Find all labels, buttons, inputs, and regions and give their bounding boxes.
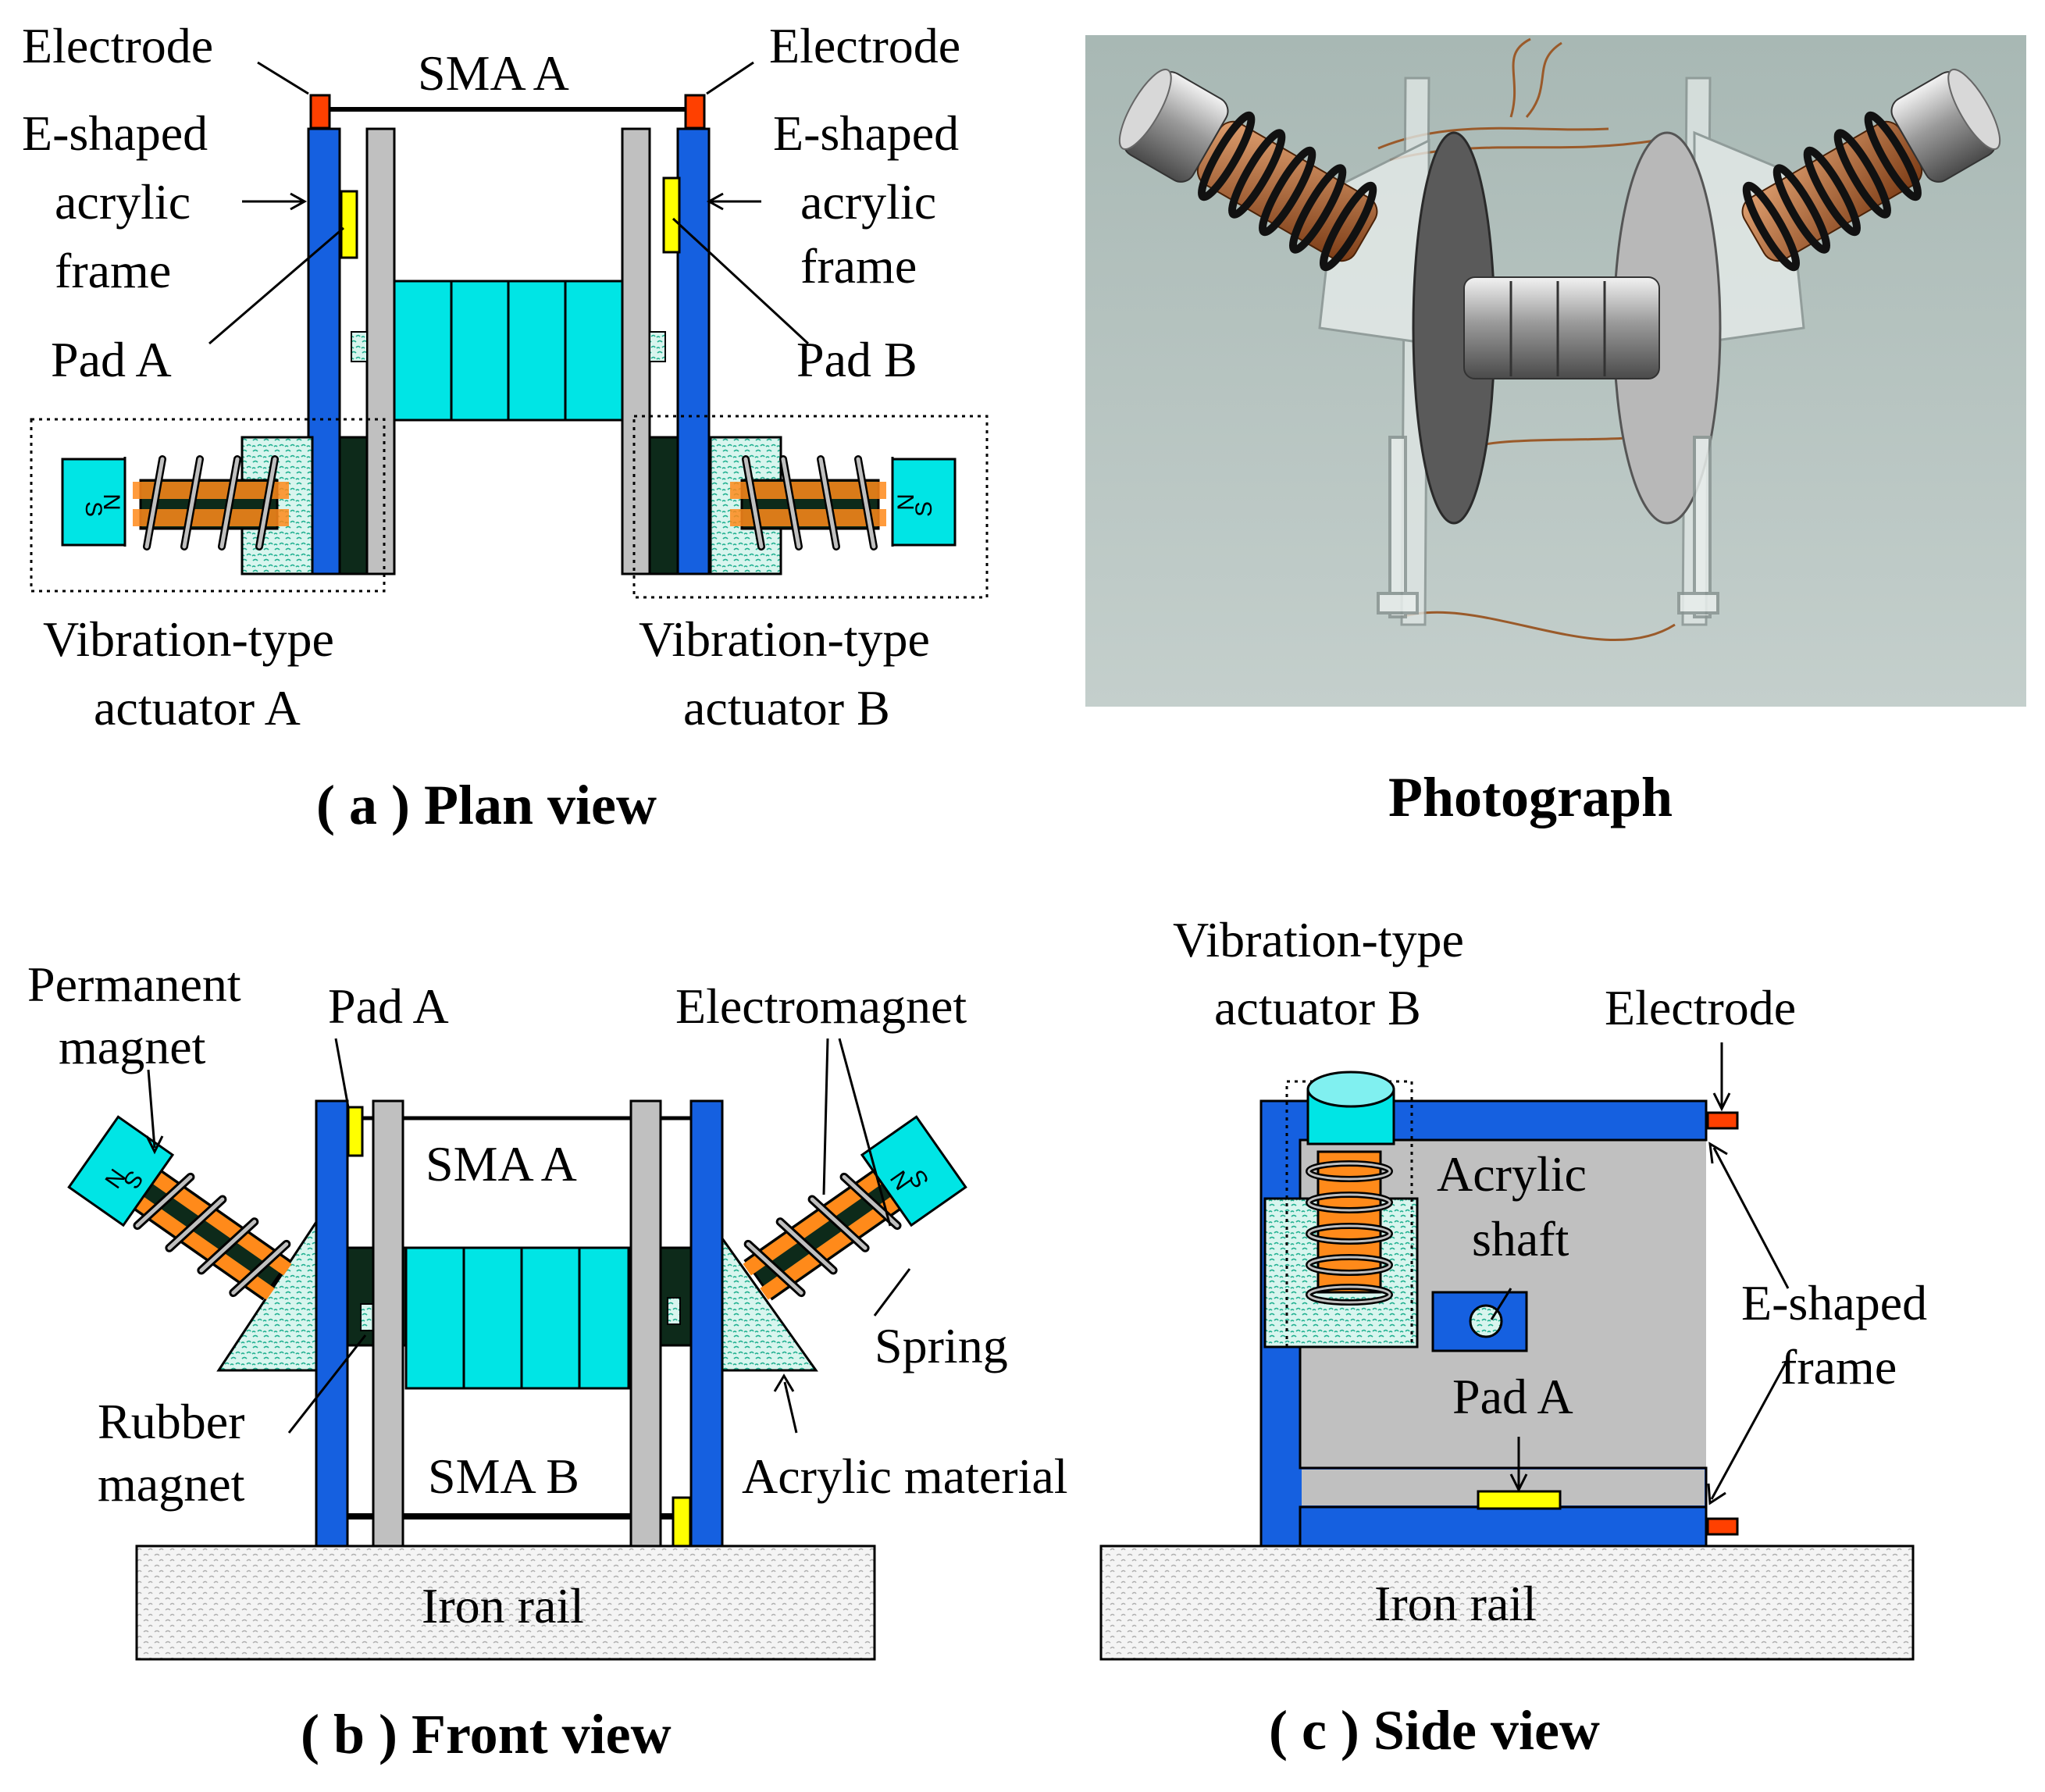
plan-pad-b-label: Pad B xyxy=(796,332,917,387)
side-electrode-top xyxy=(1706,1111,1739,1130)
plan-frame-label-right-3: frame xyxy=(800,238,917,294)
plan-leader-lines xyxy=(208,61,810,345)
front-actuator-left: S N xyxy=(67,1115,292,1301)
side-actuator-b-label-2: actuator B xyxy=(1214,980,1421,1035)
front-rubber-magnet-label-1: Rubber xyxy=(98,1394,244,1449)
front-pad-a-label: Pad A xyxy=(328,978,449,1034)
side-e-frame-label-1: E-shaped xyxy=(1741,1275,1927,1331)
front-caption: ( b ) Front view xyxy=(301,1703,672,1765)
plan-pad-a-label: Pad A xyxy=(51,332,172,387)
front-actuator-right: N S xyxy=(743,1115,967,1301)
photo-magnet-stack xyxy=(1463,276,1660,379)
side-disc-lower xyxy=(1302,1470,1705,1505)
front-sma-b-label: SMA B xyxy=(428,1448,579,1504)
side-acrylic-shaft-label-2: shaft xyxy=(1472,1211,1569,1267)
side-acrylic-shaft-label-1: Acrylic xyxy=(1437,1146,1587,1202)
front-electromagnet-label: Electromagnet xyxy=(675,978,967,1034)
side-pad-a xyxy=(1477,1490,1562,1510)
plan-frame-right xyxy=(676,127,711,575)
plan-pole-n-b: N xyxy=(893,493,919,511)
plan-actuator-a: N S xyxy=(30,418,386,593)
side-acrylic-shaft xyxy=(1469,1304,1503,1338)
plan-actuator-b: N S xyxy=(632,415,989,599)
front-acrylic-material-label: Acrylic material xyxy=(742,1448,1068,1504)
front-rubber-magnet-label-2: magnet xyxy=(98,1456,245,1512)
photo-caption: Photograph xyxy=(1388,766,1673,828)
side-view: Vibration-type actuator B Electrode Acry… xyxy=(1099,912,1927,1762)
side-iron-rail xyxy=(1099,1544,1915,1661)
front-iron-rail xyxy=(135,1544,876,1661)
front-frame-left xyxy=(315,1099,349,1548)
front-permanent-magnet-label-2: magnet xyxy=(59,1019,206,1074)
photo-right-coil xyxy=(1741,68,2001,272)
front-plate-right xyxy=(629,1099,662,1548)
front-pad-b xyxy=(672,1496,692,1548)
front-view: S N N S xyxy=(27,957,1068,1765)
plan-magnet-stack xyxy=(393,280,624,422)
plan-pad-a xyxy=(340,190,358,259)
front-leader-lines xyxy=(145,1038,911,1434)
front-rubber-magnet-right xyxy=(667,1297,681,1325)
plan-pole-s-b: S xyxy=(911,501,937,517)
side-iron-rail-label: Iron rail xyxy=(1374,1576,1537,1631)
plan-rubber-magnet-right xyxy=(649,331,666,362)
plan-caption: ( a ) Plan view xyxy=(316,774,657,836)
plan-electrode-left xyxy=(309,94,331,130)
front-iron-rail-label: Iron rail xyxy=(422,1578,584,1633)
photograph: Photograph xyxy=(1085,35,2026,828)
plan-frame-label-right-2: acrylic xyxy=(800,174,936,230)
plan-frame-label-left-1: E-shaped xyxy=(22,105,208,161)
plan-frame-label-right-1: E-shaped xyxy=(773,105,959,161)
plan-actuator-a-label-1: Vibration-type xyxy=(43,611,334,667)
plan-pole-s-a: S xyxy=(80,501,106,517)
side-actuator-b-label-1: Vibration-type xyxy=(1173,912,1464,967)
plan-pole-n-a: N xyxy=(98,493,124,511)
plan-electrode-right xyxy=(684,94,706,130)
side-electrode-label: Electrode xyxy=(1605,980,1796,1035)
side-leader-lines xyxy=(1490,1042,1790,1505)
side-electrode-bottom xyxy=(1706,1517,1739,1536)
front-magnet-stack xyxy=(404,1246,630,1390)
side-actuator-b xyxy=(1285,1071,1413,1348)
front-frame-right xyxy=(689,1099,724,1548)
plan-electrode-label-left: Electrode xyxy=(22,18,213,73)
plan-actuator-a-label-2: actuator A xyxy=(94,680,301,736)
plan-pad-b xyxy=(662,176,681,254)
front-sma-a-label: SMA A xyxy=(426,1136,577,1192)
front-pad-a xyxy=(347,1106,364,1157)
plan-sma-a-label: SMA A xyxy=(418,45,569,101)
front-spring-label: Spring xyxy=(875,1318,1008,1373)
front-rubber-magnet-left xyxy=(360,1303,374,1331)
plan-frame-label-left-3: frame xyxy=(55,243,171,298)
plan-gray-plate-right xyxy=(621,127,651,575)
plan-actuator-b-label-1: Vibration-type xyxy=(639,611,930,667)
side-pad-a-label: Pad A xyxy=(1452,1369,1573,1424)
plan-gray-plate-left xyxy=(365,127,396,575)
photo-lower-legs xyxy=(1377,436,1719,618)
side-e-frame-label-2: frame xyxy=(1780,1339,1897,1395)
front-permanent-magnet-label-1: Permanent xyxy=(27,957,241,1012)
plan-frame-left xyxy=(307,127,341,575)
plan-frame-label-left-2: acrylic xyxy=(55,174,191,230)
plan-view: N S N S xyxy=(22,18,989,836)
plan-actuator-b-label-2: actuator B xyxy=(683,680,890,736)
photo-wires xyxy=(1377,37,1676,642)
side-frame-bottom-inner xyxy=(1299,1505,1708,1548)
plan-electrode-label-right: Electrode xyxy=(769,18,960,73)
side-caption: ( c ) Side view xyxy=(1269,1699,1600,1762)
photo-left-coil xyxy=(1118,68,1378,272)
front-plate-left xyxy=(372,1099,404,1548)
plan-rubber-magnet-left xyxy=(351,331,368,362)
